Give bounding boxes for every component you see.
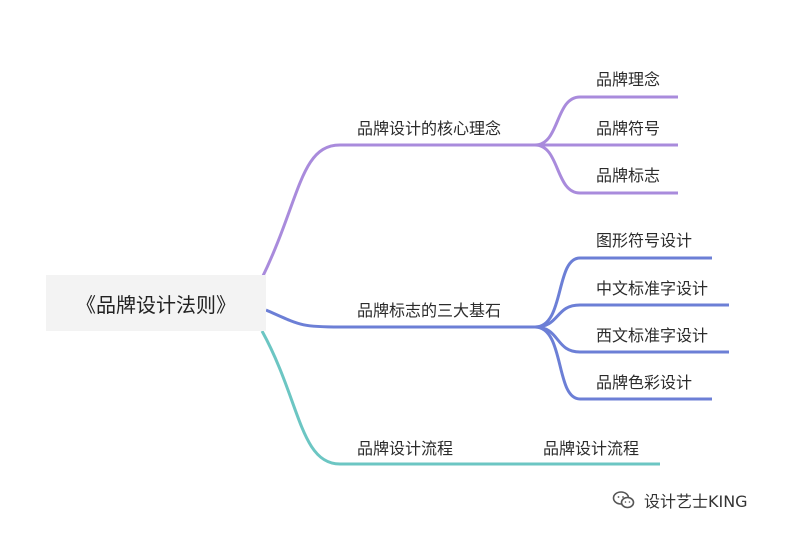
- root-node: 《品牌设计法则》: [46, 275, 266, 331]
- connector-branch-2-child-2: [534, 303, 729, 329]
- branch-label-design-process: 品牌设计流程: [357, 439, 454, 458]
- child-label-design-process: 品牌设计流程: [543, 439, 640, 458]
- connector-branch-1-child-3: [534, 143, 678, 195]
- child-label-brand-symbol: 品牌符号: [596, 119, 661, 138]
- child-label-brand-color: 品牌色彩设计: [596, 373, 693, 392]
- connector-branch-2-child-4: [534, 325, 712, 401]
- branch-label-core-concept: 品牌设计的核心理念: [357, 119, 502, 138]
- child-label-brand-philosophy: 品牌理念: [596, 70, 661, 89]
- child-label-brand-logo: 品牌标志: [596, 166, 661, 185]
- wechat-icon: [612, 491, 635, 509]
- child-label-western-typeface: 西文标准字设计: [596, 326, 709, 345]
- root-label: 《品牌设计法则》: [76, 292, 236, 317]
- connector-branch-2-child-1: [534, 256, 712, 329]
- child-label-graphic-symbol: 图形符号设计: [596, 231, 693, 250]
- connector-root-branch-2: [265, 308, 535, 329]
- connector-root-branch-1: [260, 143, 535, 279]
- watermark-text: 设计艺士KING: [644, 492, 748, 511]
- child-label-chinese-typeface: 中文标准字设计: [596, 279, 709, 298]
- connector-branch-1-child-1: [534, 95, 678, 147]
- watermark: 设计艺士KING: [612, 488, 748, 512]
- branch-label-logo-cornerstones: 品牌标志的三大基石: [357, 301, 502, 320]
- connector-root-branch-3: [260, 330, 520, 466]
